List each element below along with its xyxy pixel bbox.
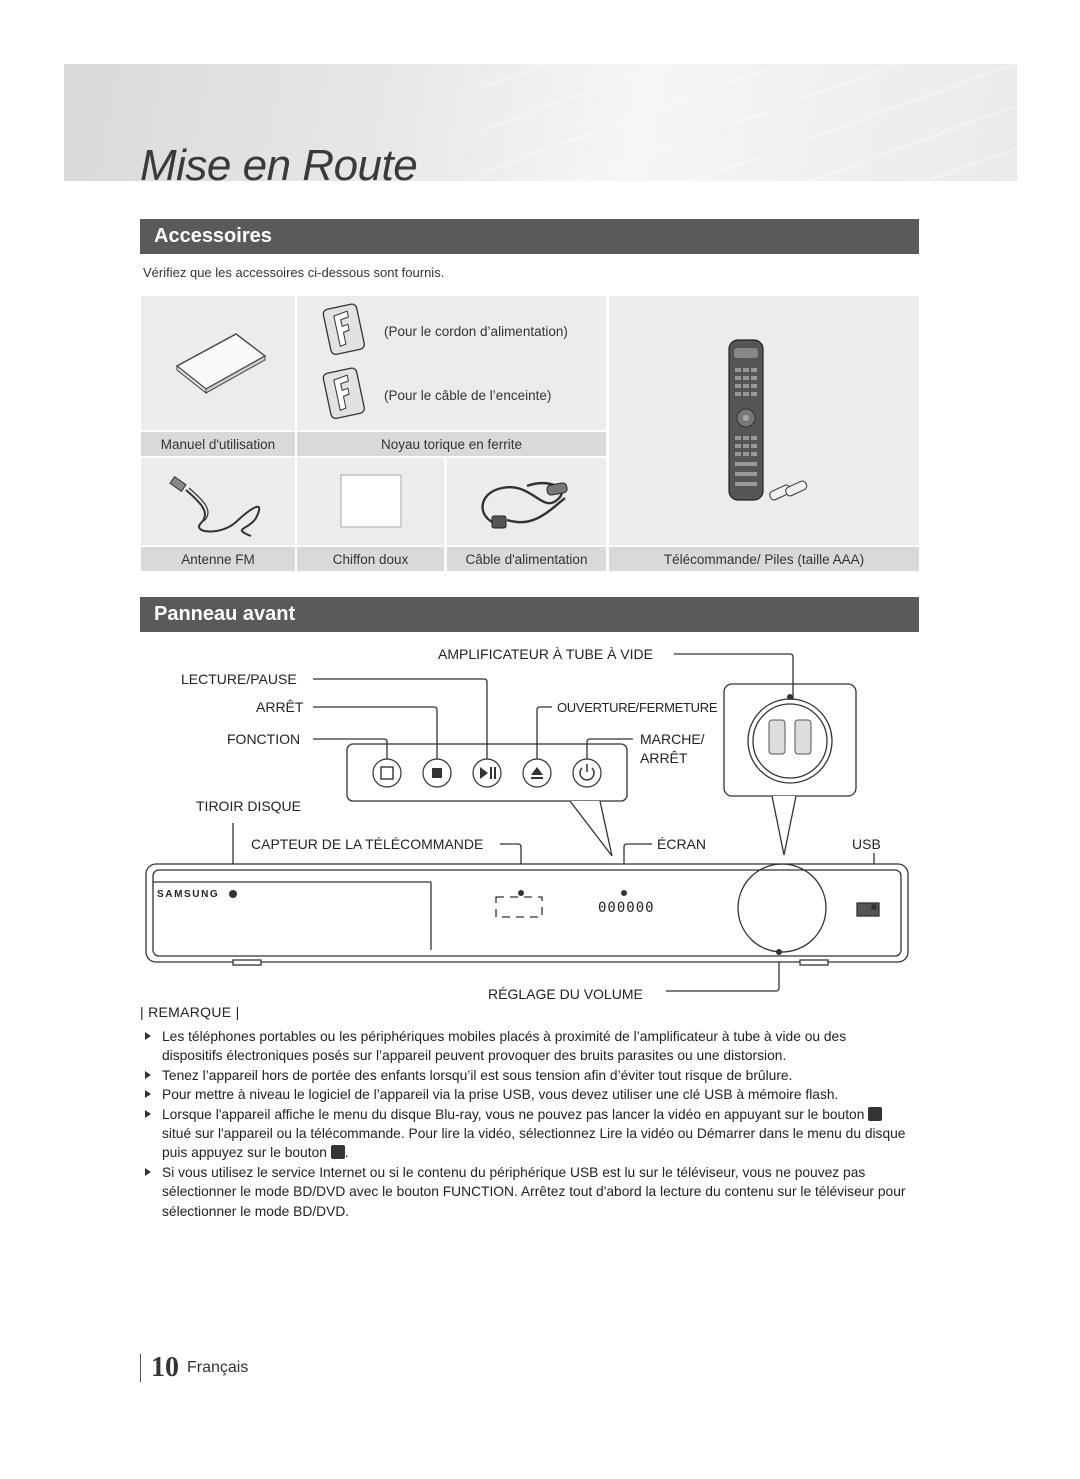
- label-cloth: Chiffon doux: [297, 547, 444, 571]
- remarque-item: Si vous utilisez le service Internet ou …: [140, 1163, 910, 1221]
- remarque-keyword: FUNCTION: [442, 1184, 514, 1200]
- eject-icon: [531, 767, 543, 775]
- remarque-text: .: [344, 1145, 349, 1161]
- label-power-cable: Câble d'alimentation: [447, 547, 606, 571]
- function-button: [372, 758, 402, 788]
- vacuum-tube-icon: [768, 719, 812, 755]
- remarque-text: Tenez l’appareil hors de portée des enfa…: [162, 1067, 793, 1083]
- power-button: [572, 758, 602, 788]
- page-number: 10: [151, 1352, 179, 1383]
- remarque-item: Les téléphones portables ou les périphér…: [140, 1027, 910, 1066]
- callout-usb: USB: [852, 836, 881, 852]
- remarque-list: Les téléphones portables ou les périphér…: [140, 1027, 910, 1221]
- page-language: Français: [187, 1359, 249, 1376]
- remarque-heading: | REMARQUE |: [140, 1004, 240, 1020]
- remarque-keyword: BD/DVD: [293, 1184, 346, 1200]
- stop-icon: [432, 768, 442, 778]
- brand-logo: SAMSUNG: [157, 889, 220, 900]
- cloth-image-cell: [297, 458, 444, 545]
- label-remote: Télécommande/ Piles (taille AAA): [609, 547, 919, 571]
- callout-stop: ARRÊT: [256, 699, 304, 715]
- section-title-front-panel: Panneau avant: [140, 597, 919, 632]
- power-cable-icon: [481, 481, 568, 529]
- page-footer: 10 Français: [140, 1352, 248, 1384]
- enter-button-icon: [330, 1145, 345, 1160]
- play-button-icon: [868, 1106, 883, 1121]
- ferrite-core-icon: [322, 303, 365, 419]
- callout-remote-sensor: CAPTEUR DE LA TÉLÉCOMMANDE: [251, 836, 484, 852]
- remarque-item: Tenez l’appareil hors de portée des enfa…: [140, 1066, 910, 1085]
- footer-divider: [140, 1354, 141, 1382]
- function-icon: [380, 766, 394, 780]
- remarque-text: .: [345, 1203, 350, 1219]
- callout-display: ÉCRAN: [657, 836, 707, 852]
- callout-open-close: OUVERTURE/FERMETURE: [557, 700, 718, 715]
- chapter-title: Mise en Route: [140, 141, 418, 190]
- remarque-text: avec le bouton: [345, 1184, 443, 1200]
- section-title-accessories: Accessoires: [140, 219, 919, 254]
- remarque-text: Pour mettre à niveau le logiciel de l’ap…: [162, 1087, 839, 1103]
- label-fm-antenna: Antenne FM: [141, 547, 295, 571]
- callout-disc-tray: TIROIR DISQUE: [196, 798, 302, 814]
- callout-power-1: MARCHE/: [640, 731, 705, 747]
- accessories-intro: Vérifiez que les accessoires ci-dessous …: [143, 265, 445, 280]
- callout-play-pause: LECTURE/PAUSE: [181, 671, 297, 687]
- remarque-text: Si vous utilisez le service Internet ou …: [162, 1164, 866, 1200]
- manual-image-cell: [141, 296, 295, 430]
- label-manual: Manuel d'utilisation: [141, 432, 295, 456]
- remote-image-cell: [609, 296, 919, 545]
- remarque-text: . Arrêtez tout d'abord la lecture du con…: [162, 1184, 906, 1219]
- display-readout: 000000: [598, 900, 655, 916]
- remarque-item: Pour mettre à niveau le logiciel de l’ap…: [140, 1085, 910, 1104]
- callout-function: FONCTION: [227, 731, 301, 747]
- manual-icon: [175, 333, 267, 395]
- power-cable-image-cell: [447, 458, 606, 545]
- remarque-keyword: BD/DVD: [293, 1203, 346, 1219]
- power-icon: [579, 764, 595, 781]
- remarque-text: Lorsque l'appareil affiche le menu du di…: [162, 1106, 869, 1122]
- ferrite-image-cell: [297, 296, 606, 430]
- ferrite-note-power: (Pour le cordon d’alimentation): [384, 324, 568, 339]
- disc-tray-dot: [229, 890, 237, 898]
- remarque-text: situé sur l'appareil ou la télécommande.…: [162, 1126, 906, 1161]
- callout-volume: RÉGLAGE DU VOLUME: [488, 986, 643, 1002]
- remarque-item: Lorsque l'appareil affiche le menu du di…: [140, 1105, 910, 1163]
- play-icon: [480, 767, 488, 779]
- fm-antenna-icon: [169, 476, 261, 537]
- chapter-banner: [64, 64, 1017, 181]
- callout-tube-amp: AMPLIFICATEUR À TUBE À VIDE: [438, 646, 653, 662]
- batteries-icon: [769, 480, 808, 501]
- remote-control-icon: [728, 339, 808, 501]
- label-ferrite: Noyau torique en ferrite: [297, 432, 606, 456]
- callout-power-2: ARRÊT: [640, 750, 688, 766]
- fm-antenna-image-cell: [141, 458, 295, 545]
- cloth-icon: [340, 474, 402, 528]
- ferrite-note-speaker: (Pour le câble de l’enceinte): [384, 388, 552, 403]
- remarque-text: Les téléphones portables ou les périphér…: [162, 1029, 847, 1064]
